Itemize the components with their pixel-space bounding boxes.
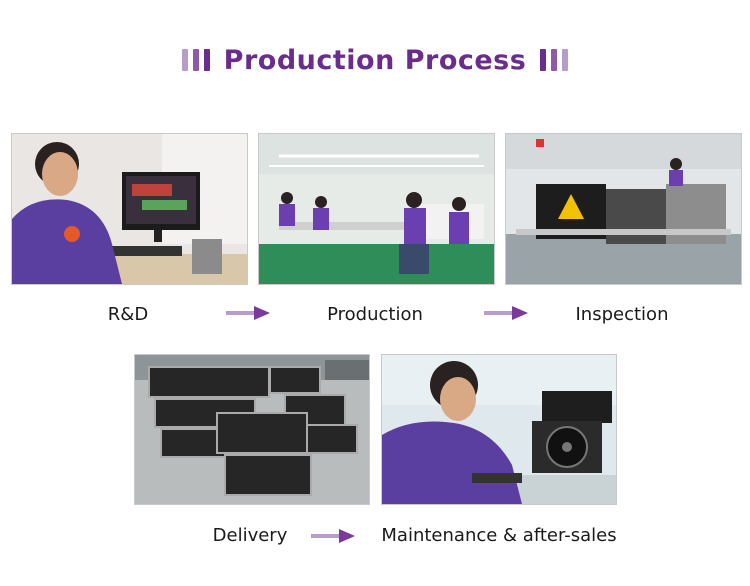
right-bars-decoration xyxy=(540,49,569,71)
engineer-at-computer-photo xyxy=(11,133,248,285)
technician-repair-photo xyxy=(381,354,617,505)
step-label-rnd: R&D xyxy=(107,304,149,325)
left-bars-decoration xyxy=(181,49,210,71)
step-label-delivery: Delivery xyxy=(212,525,288,546)
step-label-maintenance: Maintenance & after-sales xyxy=(381,525,617,546)
step-label-inspection: Inspection xyxy=(575,304,669,325)
factory-workshop-photo xyxy=(258,133,495,285)
arrow-right-icon xyxy=(484,306,528,320)
step-label-production: Production xyxy=(327,304,423,325)
header: Production Process xyxy=(0,40,750,80)
flight-cases-photo xyxy=(134,354,370,505)
page-title: Production Process xyxy=(223,44,527,76)
arrow-right-icon xyxy=(311,529,355,543)
arrow-right-icon xyxy=(226,306,270,320)
equipment-testing-photo xyxy=(505,133,742,285)
